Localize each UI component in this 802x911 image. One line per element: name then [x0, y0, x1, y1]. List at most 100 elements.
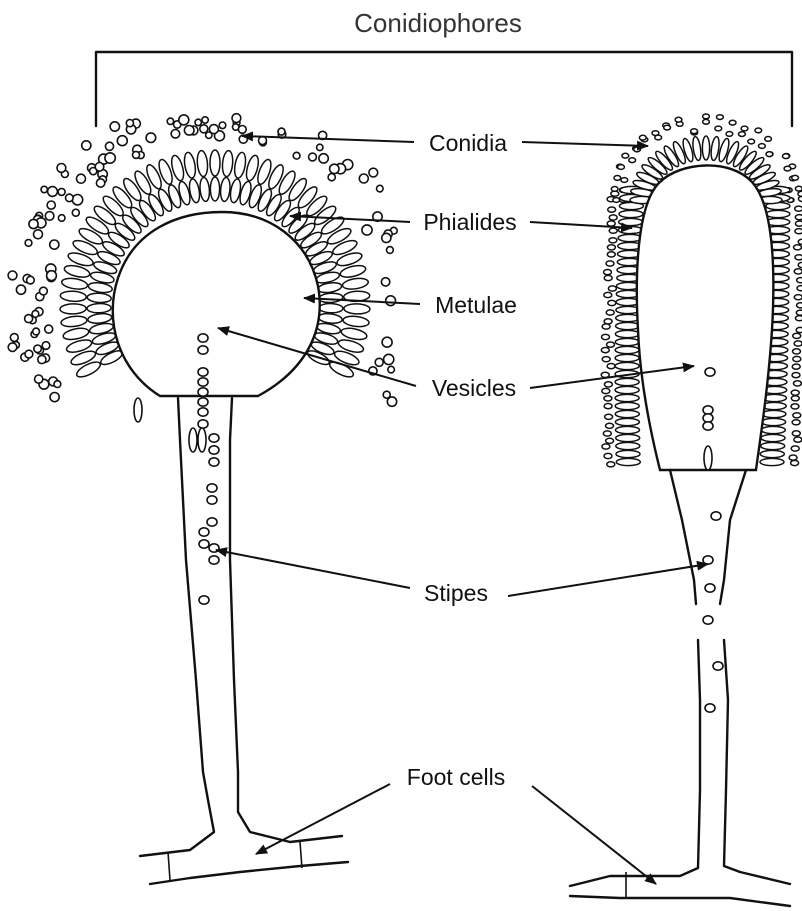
conidium: [611, 187, 618, 192]
conidium: [381, 278, 389, 286]
conidium: [794, 341, 802, 346]
stipe-granule: [198, 428, 206, 452]
conidium: [34, 230, 43, 239]
conidium: [748, 139, 755, 144]
stipe-granule: [199, 540, 209, 548]
conidium: [41, 186, 47, 192]
conidium: [795, 215, 802, 220]
conidium: [795, 316, 802, 321]
phialide-cell: [761, 442, 785, 449]
conidium: [726, 132, 733, 137]
conidium: [10, 334, 18, 342]
conidium: [195, 119, 201, 125]
conidium: [634, 147, 641, 152]
conidium: [386, 296, 396, 306]
right-stipe-wall-right-upper: [720, 470, 746, 604]
conidium: [58, 188, 65, 195]
phialide-cell: [616, 434, 640, 441]
metula-cell: [210, 177, 219, 201]
stipe-granule: [198, 420, 208, 428]
conidium: [629, 158, 636, 163]
conidium: [179, 115, 189, 125]
phialide-cell: [615, 394, 639, 401]
conidium: [328, 174, 335, 181]
conidium: [77, 174, 86, 183]
conidium: [25, 240, 32, 247]
phialide-cell: [616, 322, 640, 329]
stipe-granule: [713, 662, 723, 670]
conidium: [607, 221, 615, 226]
stipe-granule: [209, 446, 219, 454]
conidium: [602, 357, 610, 362]
conidium: [603, 431, 611, 436]
conidium: [797, 286, 802, 291]
conidium: [793, 333, 801, 338]
conidium: [359, 174, 368, 183]
label-metulae: Metulae: [435, 292, 517, 318]
conidium: [618, 165, 625, 170]
stipe-granule: [198, 398, 208, 406]
conidium: [105, 153, 115, 163]
conidium: [614, 176, 621, 181]
conidium: [795, 186, 802, 191]
conidium: [48, 187, 58, 197]
conidium: [609, 228, 617, 233]
label-vesicles: Vesicles: [432, 375, 516, 401]
conidium: [8, 271, 17, 280]
left-stipe-wall-left: [140, 398, 214, 856]
phialide-cell: [615, 386, 639, 393]
phialide-cell: [760, 458, 784, 465]
stipe-granule: [209, 458, 219, 466]
stipe-granule: [207, 484, 217, 492]
conidium: [606, 310, 614, 315]
right-stipe-wall-right-lower: [724, 640, 790, 884]
conidium: [715, 126, 722, 131]
phialide-cell: [615, 330, 639, 337]
phialide-cell: [183, 152, 197, 179]
left-stipe-wall-right: [230, 398, 342, 842]
conidium: [639, 135, 646, 140]
conidium: [47, 271, 57, 281]
stipe-granule: [703, 616, 713, 624]
metula-cell: [319, 293, 344, 304]
conidium: [602, 444, 610, 449]
stipe-granule: [199, 596, 209, 604]
conidium: [621, 178, 628, 183]
conidium: [601, 348, 609, 353]
conidium: [604, 382, 612, 387]
arrow-stipes-right: [508, 564, 708, 596]
conidium: [796, 327, 802, 332]
phialide-cell: [615, 346, 639, 353]
conidium: [57, 164, 66, 173]
conidium: [795, 206, 802, 211]
conidium: [675, 117, 682, 122]
arrow-conidia-left: [242, 136, 414, 142]
conidium: [27, 276, 35, 284]
conidium: [794, 269, 802, 274]
conidium: [765, 137, 772, 142]
phialide-cell: [340, 326, 367, 341]
conidium: [613, 198, 620, 203]
conidium: [604, 396, 612, 401]
phialide-cell: [761, 434, 785, 441]
arrow-conidia-right: [522, 142, 648, 146]
title-bracket: [96, 52, 792, 126]
conidium: [382, 233, 391, 242]
conidium: [608, 286, 616, 291]
phialide-cell: [615, 402, 639, 409]
conidium: [110, 122, 119, 131]
phialide-cell: [615, 354, 639, 361]
conidium: [167, 118, 173, 124]
stipe-granule: [705, 584, 715, 592]
conidium: [82, 141, 91, 150]
conidium: [796, 310, 802, 315]
label-conidia: Conidia: [429, 130, 507, 156]
phialide-cell: [760, 450, 784, 457]
conidium: [604, 404, 612, 409]
stipe-granule: [209, 556, 219, 564]
stipe-granule: [198, 378, 208, 386]
stipe-granule: [198, 388, 208, 396]
phialide-cell: [615, 418, 639, 425]
conidium: [607, 462, 615, 467]
left-hypha-bottom: [150, 862, 348, 884]
